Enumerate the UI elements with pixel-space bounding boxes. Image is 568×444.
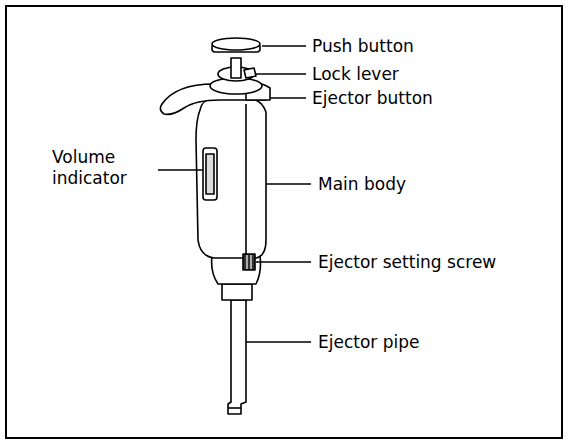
part-label: Ejector pipe (318, 332, 420, 353)
part-label: Ejector setting screw (318, 252, 496, 273)
part-label: Volume indicator (52, 147, 152, 189)
part-label: Ejector button (312, 88, 433, 109)
part-label: Lock lever (312, 64, 399, 85)
part-label: Main body (318, 174, 406, 195)
part-label: Push button (312, 36, 414, 57)
